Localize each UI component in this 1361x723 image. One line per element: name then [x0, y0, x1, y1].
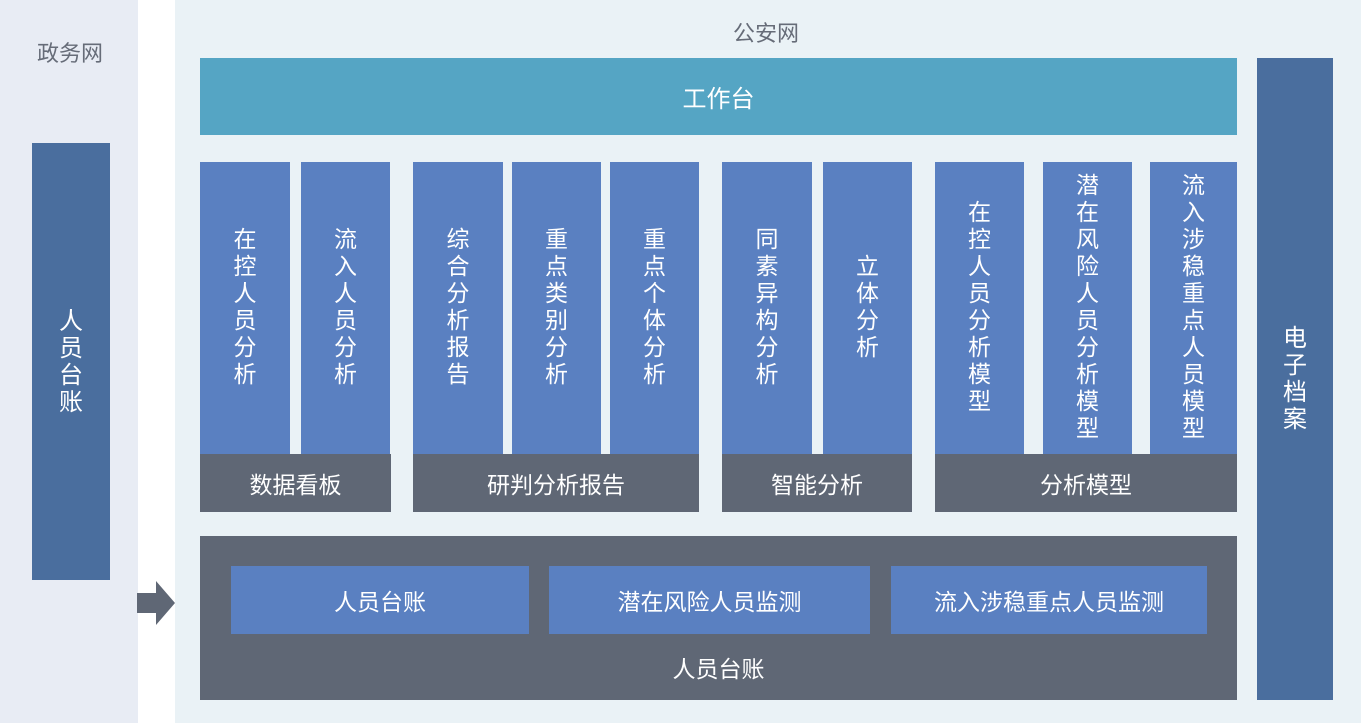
- group-label-dashboard: 数据看板: [200, 454, 391, 512]
- module-label: 同素异构分析: [755, 227, 779, 388]
- left-ledger-bar: 人员台账: [32, 143, 110, 580]
- module-column: 流入涉稳重点人员模型: [1150, 162, 1237, 454]
- module-column: 立体分析: [823, 162, 912, 454]
- module-column: 流入人员分析: [301, 162, 390, 454]
- module-column: 潜在风险人员分析模型: [1043, 162, 1132, 454]
- module-label: 在控人员分析模型: [968, 200, 991, 415]
- module-label: 重点个体分析: [643, 227, 666, 388]
- gov-network-label: 政务网: [36, 42, 103, 67]
- ledger-item: 人员台账: [231, 566, 529, 634]
- module-label: 流入人员分析: [334, 227, 357, 388]
- module-label: 潜在风险人员分析模型: [1076, 173, 1099, 442]
- police-network-label: 公安网: [732, 22, 799, 47]
- module-label: 立体分析: [856, 254, 879, 361]
- module-column: 在控人员分析: [200, 162, 290, 454]
- module-column: 同素异构分析: [722, 162, 812, 454]
- module-column: 重点个体分析: [610, 162, 699, 454]
- group-label-reports: 研判分析报告: [413, 454, 699, 512]
- module-label: 在控人员分析: [233, 227, 257, 388]
- module-column: 在控人员分析模型: [935, 162, 1024, 454]
- group-label-models: 分析模型: [935, 454, 1237, 512]
- module-label: 重点类别分析: [545, 227, 568, 388]
- module-column: 重点类别分析: [512, 162, 601, 454]
- ledger-item: 潜在风险人员监测: [549, 566, 870, 634]
- group-label-smart-analysis: 智能分析: [722, 454, 912, 512]
- arrow-right-icon: [137, 581, 175, 625]
- workbench-bar: 工作台: [200, 58, 1237, 135]
- module-label: 流入涉稳重点人员模型: [1182, 173, 1205, 442]
- module-label: 综合分析报告: [446, 227, 470, 388]
- archive-bar: 电子档案: [1257, 58, 1333, 700]
- module-column: 综合分析报告: [413, 162, 503, 454]
- left-ledger-label: 人员台账: [59, 306, 83, 416]
- ledger-item: 流入涉稳重点人员监测: [891, 566, 1207, 634]
- archive-label: 电子档案: [1283, 324, 1307, 433]
- ledger-panel-label: 人员台账: [672, 657, 765, 683]
